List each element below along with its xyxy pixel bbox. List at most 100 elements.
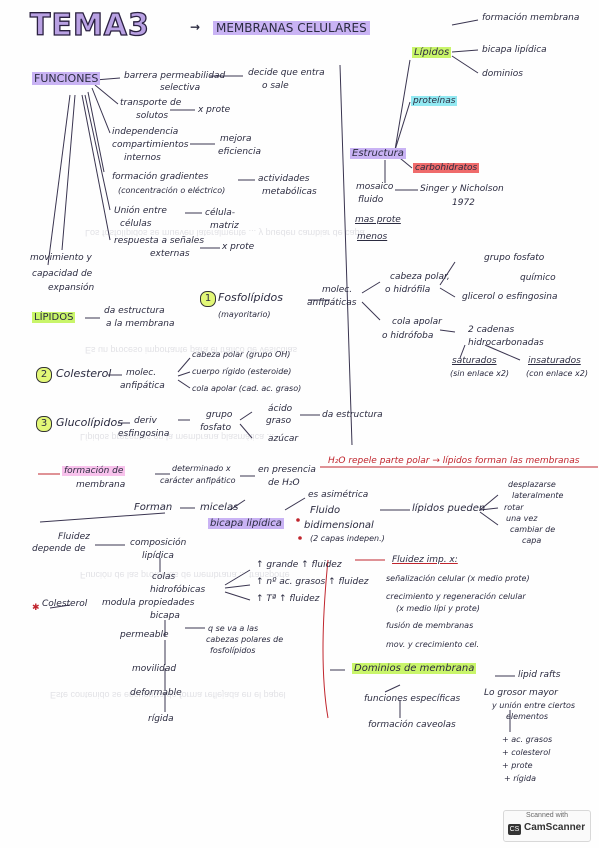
funcion-extra: x prote xyxy=(222,242,255,252)
funcion-item: independencia xyxy=(112,127,179,137)
gluco-azucar: azúcar xyxy=(268,434,299,444)
movimiento-label: movimiento y xyxy=(30,253,92,263)
bicapa-label: bicapa lipídica xyxy=(208,518,284,529)
funcion-item: compartimientos xyxy=(112,140,189,150)
gluco-deriv: esfingosina xyxy=(118,429,170,439)
colesterol-cabeza: cabeza polar (grupo OH) xyxy=(192,350,291,359)
fosfo-note: (mayoritario) xyxy=(218,310,271,319)
funcion-extra: matriz xyxy=(210,221,239,231)
gluco-estructura: da estructura xyxy=(322,410,383,420)
una-vez: una vez xyxy=(506,514,538,523)
funcion-item: solutos xyxy=(136,111,169,121)
funciones-label: FUNCIONES xyxy=(32,72,101,85)
fluidez-label: Fluidez xyxy=(58,532,90,542)
fosfo-cola: cola apolar xyxy=(392,317,442,327)
glucolipidos-label: Glucolípidos xyxy=(56,416,123,429)
capacidad-line1: capacidad de xyxy=(32,269,93,279)
mas-prote-label: mas prote xyxy=(355,215,401,225)
composicion-label: composición xyxy=(130,538,187,548)
fosfo-number: 1 xyxy=(200,291,216,307)
svg-text:✱: ✱ xyxy=(32,603,40,613)
fosfo-cola: o hidrófoba xyxy=(382,331,434,341)
grosor-label: elementos xyxy=(506,712,549,721)
fluidez-imp-item: crecimiento y regeneración celular xyxy=(386,592,526,601)
gluco-number: 3 xyxy=(36,416,52,432)
colas-label: colas xyxy=(152,572,176,582)
fosfolipidos-label: Fosfolípidos xyxy=(218,291,283,304)
lipid-rafts-label: lipid rafts xyxy=(518,670,561,680)
fluidez-tra: ↑ Tª ↑ fluidez xyxy=(256,594,320,604)
funcion-extra: x prote xyxy=(198,105,231,115)
fluidez-imp-item: mov. y crecimiento cel. xyxy=(386,640,480,649)
fosfo-glicerol: glicerol o esfingosina xyxy=(462,292,558,302)
rigida-label: rígida xyxy=(148,714,174,724)
funcion-item: formación gradientes xyxy=(112,172,209,182)
gluco-grupo: fosfato xyxy=(200,423,232,433)
gluco-acido: ácido xyxy=(268,404,293,414)
funcion-item: (concentración o eléctrico) xyxy=(118,186,226,195)
fosfo-cabeza: cabeza polar, xyxy=(390,272,450,282)
lipidos-pueden: lípidos pueden xyxy=(412,503,486,514)
lipidos-top-item: formación membrana xyxy=(482,13,580,23)
una-vez: cambiar de xyxy=(510,525,556,534)
formacion-label: membrana xyxy=(76,480,126,490)
dominios-label: Dominios de membrana xyxy=(352,663,477,674)
fosfo-grupo: grupo fosfato xyxy=(484,253,545,263)
funcion-item: células xyxy=(120,219,152,229)
lipidos-top-item: dominios xyxy=(482,69,523,79)
lipidos-section-label: LÍPIDOS xyxy=(32,312,76,323)
funcion-extra: metabólicas xyxy=(262,187,317,197)
menos-label: menos xyxy=(357,232,388,242)
colesterol-label: Colesterol xyxy=(56,367,112,380)
title-arrow: → xyxy=(190,20,201,34)
rotar: rotar xyxy=(504,503,524,512)
formacion-det: carácter anfipático xyxy=(160,476,236,485)
funcion-item: selectiva xyxy=(160,83,201,93)
fosfo-insaturados-note: (con enlace x2) xyxy=(526,369,588,378)
funcion-item: transporte de xyxy=(120,98,182,108)
funcion-item: Unión entre xyxy=(114,206,167,216)
watermark-brand: CamScanner xyxy=(524,822,586,833)
capacidad-line2: expansión xyxy=(48,283,95,293)
singer-label: Singer y Nicholson xyxy=(420,184,504,194)
proteinas-label: proteínas xyxy=(411,96,458,106)
deformable-label: deformable xyxy=(130,688,182,698)
colesterol-molec: anfipática xyxy=(120,381,165,391)
formacion-caveolas: formación caveolas xyxy=(368,720,456,730)
capas-label: (2 capas indepen.) xyxy=(310,534,385,543)
fosfo-saturados-note: (sin enlace x2) xyxy=(450,369,510,378)
movilidad-label: movilidad xyxy=(132,664,177,674)
funcion-extra: actividades xyxy=(258,174,310,184)
fosfo-insaturados: insaturados xyxy=(528,356,581,366)
asimetrica-label: es asimétrica xyxy=(308,490,369,500)
modula-label: bicapa xyxy=(150,611,180,621)
fosfo-saturados: saturados xyxy=(452,356,497,366)
modula-label: modula propiedades xyxy=(102,598,195,608)
una-vez: capa xyxy=(522,536,542,545)
estructura-label: Estructura xyxy=(350,148,406,159)
funciones-especificas: funciones específicas xyxy=(364,694,461,704)
fosfo-cabeza: o hidrófila xyxy=(385,285,431,295)
funcion-item: externas xyxy=(150,249,190,259)
fluido-label: Fluido xyxy=(310,505,341,516)
dominios-list-item: + colesterol xyxy=(502,748,551,757)
fosfo-cadenas: hidrocarbonadas xyxy=(468,338,544,348)
mosaico-line2: fluido xyxy=(358,195,384,205)
fluidez-imp-item: señalización celular (x medio prote) xyxy=(386,574,530,583)
colesterol-cuerpo: cuerpo rígido (esteroide) xyxy=(192,367,292,376)
lipidos-desc: da estructura xyxy=(104,306,165,316)
formacion-presencia: de H₂O xyxy=(268,478,300,488)
sevaalas: fosfolípidos xyxy=(210,646,256,655)
camscanner-logo-icon: CS xyxy=(508,824,521,835)
fluidez-nac: ↑ nº ac. grasos ↑ fluidez xyxy=(256,577,369,587)
funcion-item: respuesta a señales xyxy=(114,236,205,246)
forman-label: Forman xyxy=(134,502,173,513)
composicion-label: lipídica xyxy=(142,551,174,561)
dominios-list-item: + rígida xyxy=(504,774,537,783)
gluco-acido: graso xyxy=(266,416,292,426)
fluidez-imp-item: (x medio lípi y prote) xyxy=(396,604,480,613)
funcion-extra: decide que entra xyxy=(248,68,325,78)
dominios-list-item: + prote xyxy=(502,761,533,770)
lipidos-top-label: Lípidos xyxy=(412,47,452,58)
